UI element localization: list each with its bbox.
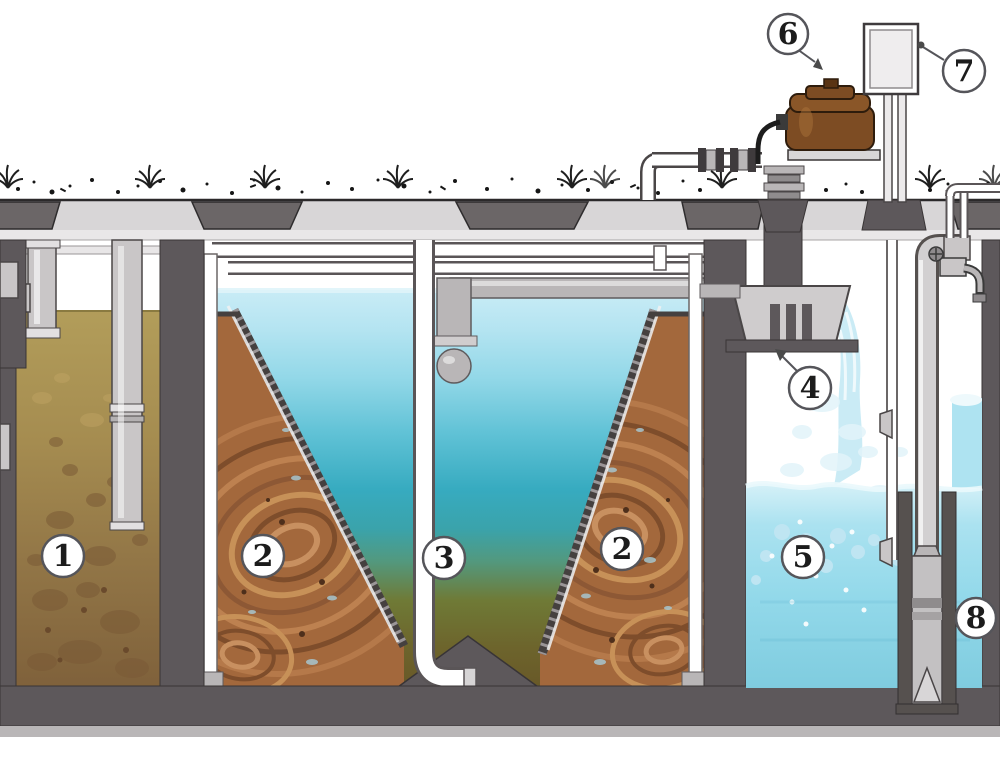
floor-footing — [0, 726, 1000, 737]
callout-2-left-number: 2 — [253, 539, 274, 574]
water-right-strip — [952, 398, 982, 488]
control-panel — [861, 22, 927, 231]
tank-floor — [0, 685, 1000, 727]
sludge-blobs — [27, 437, 149, 678]
callout-6: 6 — [766, 12, 823, 70]
callout-8-number: 8 — [966, 601, 987, 636]
callout-5: 5 — [780, 534, 826, 580]
tank-walls — [0, 239, 1000, 737]
panel-door — [869, 29, 913, 89]
arrowhead — [775, 349, 787, 361]
pump-body — [911, 555, 943, 705]
callout-3-number: 3 — [434, 541, 455, 576]
slab-underside — [0, 230, 1000, 240]
callout-2-right: 2 — [599, 526, 645, 572]
ground-surface — [0, 164, 1000, 195]
right-drop-pipe — [688, 253, 703, 689]
media-screens — [204, 305, 704, 656]
outlet-baffle-pipe — [109, 239, 145, 531]
callout-4: 4 — [775, 349, 833, 411]
callout-5-number: 5 — [793, 540, 814, 575]
callout-7: 7 — [917, 41, 987, 94]
recirculation-pipes — [196, 242, 712, 689]
soil-speckles — [16, 177, 998, 195]
air-blower — [755, 78, 881, 164]
callout-8: 8 — [954, 596, 998, 640]
drop-coupling — [757, 165, 809, 233]
airlift-pipe — [430, 277, 713, 384]
yard-faucet — [928, 183, 1000, 303]
aeration-tank — [196, 240, 713, 701]
submersible-pump — [895, 491, 959, 715]
settling-chamber — [15, 239, 161, 688]
blower-outlet-port — [776, 114, 788, 130]
diffuser-ball — [436, 348, 472, 384]
leader-dot — [917, 41, 925, 49]
left-drop-pipe — [203, 253, 218, 689]
wall-1-2 — [159, 239, 205, 691]
arrowhead — [813, 58, 823, 70]
center-draft-pipe — [413, 240, 477, 689]
callout-6-number: 6 — [778, 17, 799, 52]
callout-2-right-number: 2 — [612, 532, 633, 567]
access-lids — [0, 201, 1000, 230]
callout-7-number: 7 — [954, 54, 975, 89]
panel-post — [897, 91, 907, 203]
callout-1-number: 1 — [53, 539, 74, 574]
pump-intake-cone — [912, 665, 942, 703]
panel-post — [883, 91, 893, 203]
air-hose — [755, 119, 781, 164]
tank-lid-slab — [0, 198, 1000, 241]
callout-3: 3 — [421, 535, 467, 581]
grass-tufts — [0, 164, 1000, 189]
callout-1: 1 — [40, 533, 86, 579]
blower-cap — [823, 78, 839, 89]
callout-4-number: 4 — [800, 371, 821, 406]
float-switch-stem — [879, 240, 898, 568]
air-supply-line — [640, 148, 809, 233]
callout-2-left: 2 — [240, 533, 286, 579]
callouts: 1 2 3 2 4 5 6 7 8 — [40, 12, 998, 640]
blower-base — [787, 149, 881, 161]
outlet-weir — [699, 205, 859, 353]
inlet-stub — [0, 261, 19, 299]
pipe-unions — [698, 148, 756, 172]
